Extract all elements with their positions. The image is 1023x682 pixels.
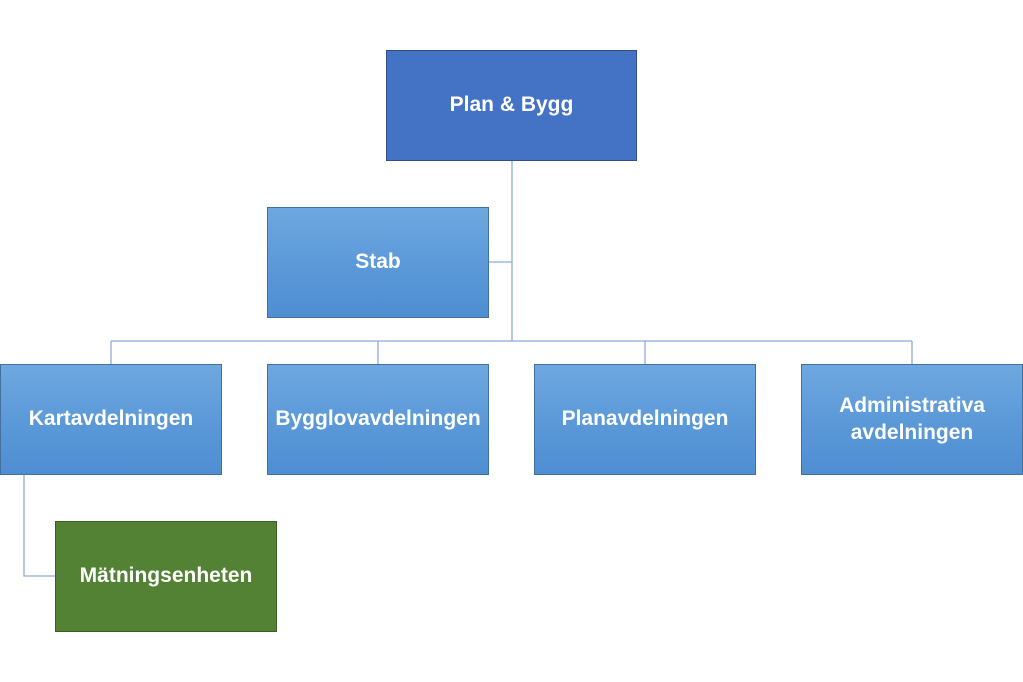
root-box-plan-bygg: Plan & Bygg xyxy=(386,50,637,161)
sub-unit-box-matningsenheten: Mätningsenheten xyxy=(55,521,277,632)
department-box-kartavdelningen: Kartavdelningen xyxy=(0,364,222,475)
assistant-label: Stab xyxy=(355,250,401,274)
sub-unit-label: Mätningsenheten xyxy=(79,564,253,588)
department-box-administrativa-avdelningen: Administrativa avdelningen xyxy=(801,364,1023,475)
assistant-box-stab: Stab xyxy=(267,207,489,318)
department-label: Administrativa avdelningen xyxy=(839,394,985,444)
department-box-bygglovavdelningen: Bygglovavdelningen xyxy=(267,364,489,475)
root-label: Plan & Bygg xyxy=(449,93,574,117)
matningsenheten-connector-line xyxy=(23,475,55,577)
department-label: Bygglovavdelningen xyxy=(275,407,481,431)
department-box-planavdelningen: Planavdelningen xyxy=(534,364,756,475)
department-label: Kartavdelningen xyxy=(28,407,194,431)
department-label: Planavdelningen xyxy=(561,407,729,431)
